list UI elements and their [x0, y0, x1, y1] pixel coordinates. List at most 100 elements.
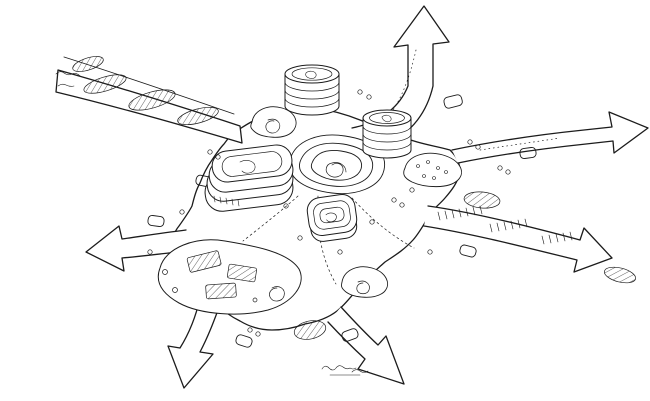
pavilion-outer [306, 194, 358, 236]
road-centreline [479, 137, 561, 151]
slab-facade-ticks [213, 195, 240, 207]
garden-southeast [341, 266, 388, 298]
terrace-strip [463, 191, 501, 209]
round-tower-large [284, 64, 340, 116]
terrace-hatching [437, 191, 636, 284]
tree [357, 89, 363, 95]
arrow-southwest-route [85, 225, 189, 272]
tower-roof-scribble [305, 70, 317, 79]
garden-outline [341, 266, 388, 298]
arrow-southeast-route [327, 306, 405, 385]
slab-level-4 [211, 144, 293, 183]
pavilion-inner [319, 206, 345, 224]
tick-row [489, 218, 528, 233]
tree [215, 154, 221, 160]
central-plaza [289, 134, 386, 195]
layby [443, 94, 463, 109]
tree [427, 249, 433, 255]
garden-spiral [269, 286, 285, 302]
edge-scribble [55, 71, 81, 87]
plaza-spiral [325, 162, 347, 178]
tower-roof-rim [291, 67, 333, 81]
tree [172, 287, 178, 293]
tree [283, 203, 289, 209]
tree [252, 297, 258, 303]
garden-southwest [157, 239, 302, 315]
footpath [351, 197, 415, 249]
tower-band [284, 97, 340, 108]
tree [179, 209, 185, 215]
planting-dot [436, 166, 440, 170]
tower-band [284, 81, 340, 92]
signature-line-2 [351, 369, 369, 373]
tree [475, 144, 481, 150]
tree [391, 197, 397, 203]
tree [467, 139, 473, 145]
slab-building [204, 144, 294, 212]
terrace-block [186, 250, 222, 273]
terrace-strip [83, 74, 127, 94]
pavilion-scribble [325, 212, 337, 223]
plaza-ring-inner [310, 150, 363, 181]
tower-roof-rim [369, 112, 405, 124]
tree [147, 249, 153, 255]
garden-spiral [356, 280, 370, 295]
tree [162, 269, 168, 275]
terrace-block [205, 282, 237, 300]
garden-outline [250, 106, 297, 138]
garden-south-small [293, 320, 327, 340]
tree [409, 187, 415, 193]
layby [147, 215, 165, 227]
plaza-ring-middle [299, 142, 374, 187]
planting-dot [416, 164, 420, 168]
tower-body [284, 73, 340, 116]
road-network [85, 5, 649, 389]
signature-line-1 [321, 365, 357, 371]
garden-northwest [250, 106, 297, 138]
planting-dot [426, 160, 430, 164]
terrace-strip [72, 56, 104, 72]
layby-stubs [147, 94, 537, 348]
tree [497, 165, 503, 171]
tick-row [541, 231, 573, 245]
garden-outline [293, 320, 327, 340]
tree [207, 149, 213, 155]
tower-roof-scribble [381, 114, 392, 123]
tick-row [437, 205, 483, 221]
terrace-strip [128, 89, 176, 111]
garden-outline [403, 152, 462, 188]
layby [341, 328, 359, 342]
tree [369, 219, 375, 225]
garden-east [403, 152, 462, 188]
layby [459, 244, 477, 258]
layby [235, 334, 253, 348]
terrace-block [227, 263, 257, 283]
northwest-boulevard [55, 56, 243, 144]
tree [366, 94, 372, 100]
signature-scribble [321, 365, 369, 376]
tree [337, 249, 343, 255]
arrow-northeast-route [451, 111, 649, 164]
tree [255, 331, 261, 337]
planting-dot [422, 174, 426, 178]
tower-band [362, 141, 412, 151]
planting-dot [444, 170, 448, 174]
round-tower-small [362, 109, 412, 159]
footpath [242, 195, 299, 242]
arrow-east-route [423, 205, 613, 273]
tree [505, 169, 511, 175]
tower-band [362, 133, 412, 143]
tree [247, 327, 253, 333]
planting-dot [432, 176, 436, 180]
slab-roof-scribble [239, 160, 256, 174]
pavilion-building [306, 194, 358, 242]
tower-band [362, 125, 412, 135]
terrace-strip [604, 266, 636, 284]
arrow-south-route [167, 297, 222, 389]
garden-spiral [265, 118, 281, 134]
layby [519, 147, 537, 159]
terrace-strip [177, 106, 219, 126]
tower-body [362, 117, 412, 159]
